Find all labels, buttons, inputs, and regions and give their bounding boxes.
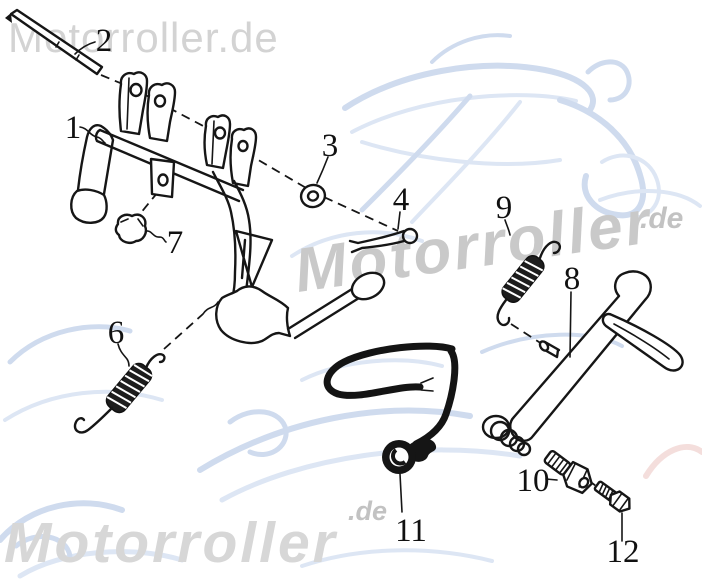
watermark-bottom: Motorroller	[4, 511, 338, 575]
part-9-side-stand-spring	[496, 240, 562, 327]
part-11-stand-switch	[323, 342, 459, 474]
label-part-9: 9	[496, 190, 513, 226]
label-part-7: 7	[167, 225, 184, 261]
label-part-4: 4	[393, 182, 410, 218]
part-10-pivot-bolt	[543, 450, 593, 495]
label-part-11: 11	[395, 513, 427, 549]
part-7-rubber-stop	[114, 213, 148, 244]
callout-leader-lines	[74, 41, 623, 542]
part-4-cotter-pin	[348, 227, 419, 254]
label-part-3: 3	[322, 128, 339, 164]
label-part-12: 12	[607, 534, 640, 570]
scooter-lineart-watermark-top-right	[342, 33, 702, 224]
dashed-leader-spring9	[510, 323, 543, 345]
part-6-center-stand-spring	[73, 353, 166, 434]
label-part-6: 6	[108, 315, 125, 351]
part-8-side-stand	[481, 270, 684, 457]
scooter-lineart-watermark-center	[197, 230, 624, 568]
label-part-8: 8	[564, 261, 581, 297]
squiggle-spring6	[202, 301, 219, 315]
part-2-rod	[5, 8, 104, 76]
part-3-washer	[299, 183, 327, 209]
part-1-center-stand	[70, 71, 386, 345]
pink-swoosh-watermark	[643, 444, 702, 479]
watermark-middle: Motorroller	[290, 187, 656, 305]
scooter-lineart-watermark-left	[0, 324, 185, 579]
switch-cable	[323, 342, 456, 399]
label-part-1: 1	[65, 110, 82, 146]
label-part-10: 10	[517, 463, 550, 499]
dashed-leader-spring6	[163, 313, 204, 350]
label-part-2: 2	[96, 23, 113, 59]
part-number-labels: 1 2 3 4 6 7 8 9 10 11 12	[65, 23, 640, 570]
watermark-middle-de: .de	[640, 202, 683, 235]
watermark-bottom-de: .de	[348, 496, 387, 526]
part-12-bolt	[593, 480, 631, 513]
